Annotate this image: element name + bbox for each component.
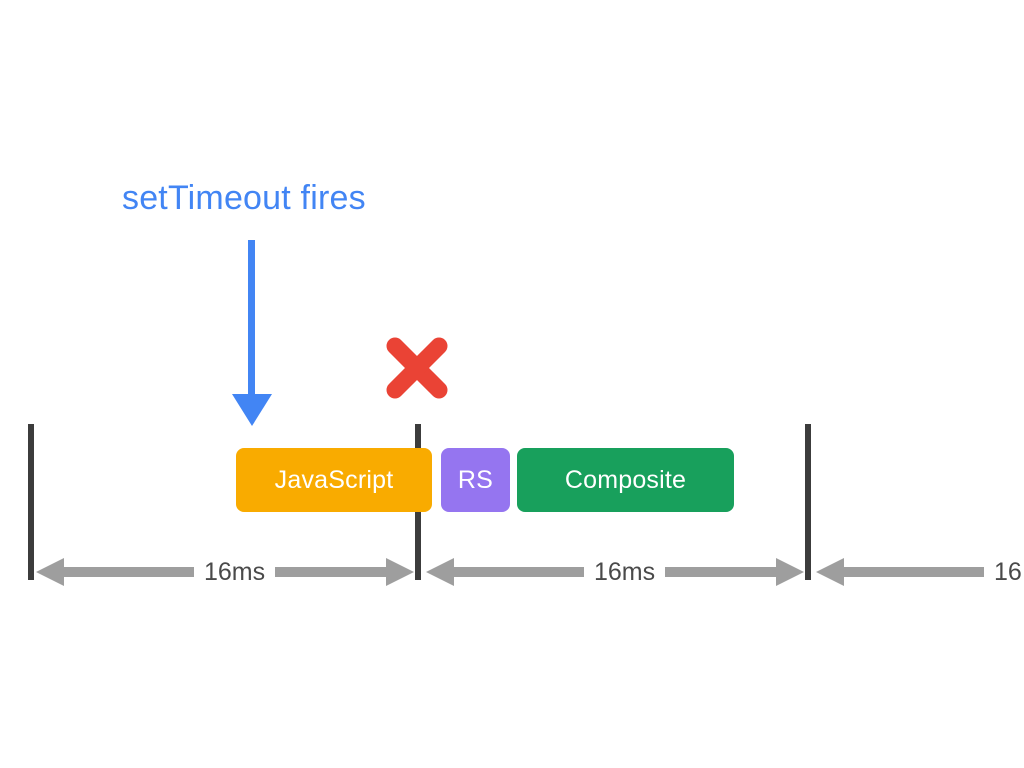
settimeout-fires-label: setTimeout fires: [122, 179, 366, 217]
bar-composite-label: Composite: [564, 465, 687, 494]
interval-label-2: 16ms: [584, 556, 666, 588]
bar-composite[interactable]: Composite: [517, 448, 734, 512]
interval-arrows: [36, 558, 1024, 586]
bar-javascript-label: JavaScript: [274, 465, 394, 494]
down-arrow-icon: [232, 240, 272, 426]
red-x-icon: [386, 337, 448, 399]
frame-boundary-tick-right: [805, 424, 811, 580]
frame-boundary-tick-left: [28, 424, 34, 580]
bar-rs-label: RS: [457, 465, 494, 494]
bar-javascript[interactable]: JavaScript: [236, 448, 432, 512]
interval-label-1: 16ms: [194, 556, 276, 588]
bar-rs[interactable]: RS: [441, 448, 510, 512]
interval-label-3: 16: [984, 556, 1024, 588]
